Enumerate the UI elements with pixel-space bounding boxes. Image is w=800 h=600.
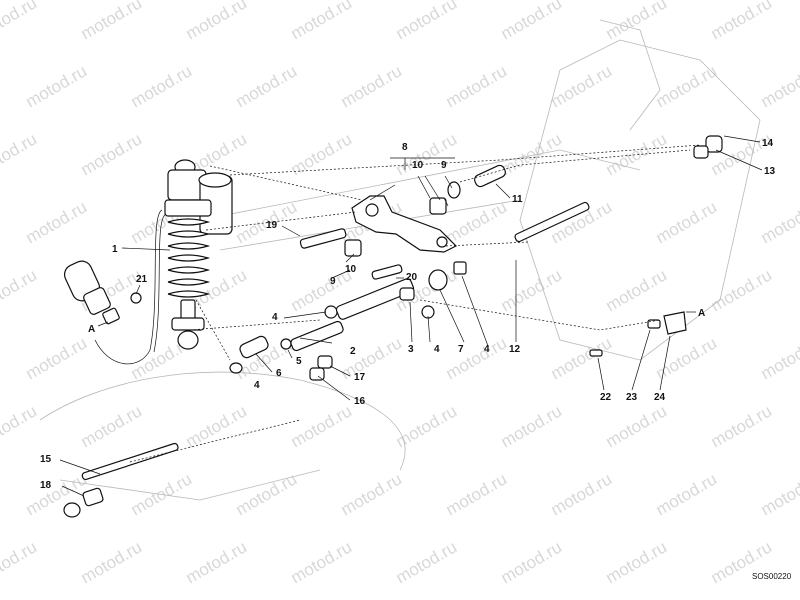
watermark-text: motod.ru [393, 0, 461, 43]
watermark-text: motod.ru [23, 333, 91, 383]
watermark-text: motod.ru [603, 537, 671, 587]
watermark-text: motod.ru [603, 0, 671, 43]
watermark-text: motod.ru [443, 197, 511, 247]
watermark-text: motod.ru [0, 129, 40, 179]
watermark-text: motod.ru [23, 61, 91, 111]
watermark-text: motod.ru [288, 401, 356, 451]
watermark-text: motod.ru [233, 61, 301, 111]
projection-lines [129, 144, 701, 463]
watermark-text: motod.ru [498, 0, 566, 43]
remote-adjuster [63, 260, 120, 325]
callout-21: 21 [136, 274, 148, 285]
callout-17: 17 [354, 372, 366, 383]
callout-9: 9 [330, 276, 336, 287]
callout-5: 5 [296, 356, 302, 367]
watermark-text: motod.ru [183, 401, 251, 451]
callout-1: 1 [112, 244, 118, 255]
rocker-arm [351, 195, 458, 253]
callout-20: 20 [406, 272, 418, 283]
watermark-text: motod.ru [548, 333, 616, 383]
watermark-text: motod.ru [498, 129, 566, 179]
watermark-text: motod.ru [758, 61, 800, 111]
callout-7: 7 [458, 344, 464, 355]
watermark-text: motod.ru [708, 0, 776, 43]
watermark-text: motod.ru [183, 537, 251, 587]
watermark-text: motod.ru [653, 469, 721, 519]
watermark-text: motod.ru [393, 129, 461, 179]
callout-14: 14 [762, 138, 774, 149]
watermark-text: motod.ru [758, 197, 800, 247]
watermark-text: motod.ru [443, 469, 511, 519]
callout-4: 4 [272, 312, 278, 323]
watermark-text: motod.ru [548, 469, 616, 519]
watermark-text: motod.ru [708, 265, 776, 315]
callout-labels: 1 2 3 4 4 4 4 5 6 7 8 9 9 10 10 11 12 13… [40, 138, 792, 581]
watermark-text: motod.ru [758, 333, 800, 383]
watermark-text: motod.ru [288, 0, 356, 43]
callout-12: 12 [509, 344, 521, 355]
small-parts [63, 135, 723, 518]
callout-23: 23 [626, 392, 638, 403]
watermark-text: motod.ru [393, 537, 461, 587]
callout-4: 4 [484, 344, 490, 355]
callout-24: 24 [654, 392, 666, 403]
callout-16: 16 [354, 396, 366, 407]
watermark-text: motod.ru [78, 0, 146, 43]
reference-a-right: A [698, 308, 705, 319]
watermark-text: motod.ru [708, 401, 776, 451]
callout-4: 4 [254, 380, 260, 391]
callout-10: 10 [345, 264, 357, 275]
watermark-text: motod.ru [183, 0, 251, 43]
callout-19: 19 [266, 220, 278, 231]
watermark-text: motod.ru [443, 333, 511, 383]
watermark-text: motod.ru [393, 401, 461, 451]
watermark-text: motod.ru [0, 0, 40, 43]
watermark-text: motod.ru [78, 401, 146, 451]
watermark-text: motod.ru [653, 197, 721, 247]
watermark-text: motod.ru [338, 333, 406, 383]
watermark-text: motod.ru [758, 469, 800, 519]
callout-11: 11 [512, 194, 523, 205]
callout-9: 9 [441, 160, 447, 171]
watermark-text: motod.ru [78, 537, 146, 587]
watermark-text: motod.ru [0, 537, 40, 587]
watermark-text: motod.ru [288, 537, 356, 587]
watermark-text: motod.ru [653, 61, 721, 111]
watermark-text: motod.ru [23, 197, 91, 247]
watermark-text: motod.ru [498, 265, 566, 315]
callout-15: 15 [40, 454, 52, 465]
watermark-text: motod.ru [128, 61, 196, 111]
watermark-text: motod.ru [78, 129, 146, 179]
callout-22: 22 [600, 392, 612, 403]
callout-4: 4 [434, 344, 440, 355]
watermark-text: motod.ru [233, 469, 301, 519]
watermark-text: motod.ru [338, 61, 406, 111]
callout-10: 10 [412, 160, 424, 171]
callout-2: 2 [350, 346, 356, 357]
watermark-text: motod.ru [338, 469, 406, 519]
leader-lines [59, 135, 763, 497]
callout-6: 6 [276, 368, 282, 379]
callout-13: 13 [764, 166, 776, 177]
watermark-text: motod.ru [0, 401, 40, 451]
callout-18: 18 [40, 480, 52, 491]
watermark-text: motod.ru [603, 129, 671, 179]
watermark-text: motod.ru [0, 265, 40, 315]
watermark-text: motod.ru [498, 537, 566, 587]
callout-3: 3 [408, 344, 414, 355]
callout-8: 8 [402, 142, 408, 153]
reference-a-left: A [88, 324, 95, 335]
watermark-text: motod.ru [548, 61, 616, 111]
shock-absorber [94, 159, 233, 365]
watermark-text: motod.ru [443, 61, 511, 111]
drawing-code: SOS00220 [752, 572, 792, 581]
watermark-text: motod.ru [288, 129, 356, 179]
watermark-text: motod.ru [603, 265, 671, 315]
watermark-text: motod.ru [603, 401, 671, 451]
watermark-text: motod.ru [498, 401, 566, 451]
